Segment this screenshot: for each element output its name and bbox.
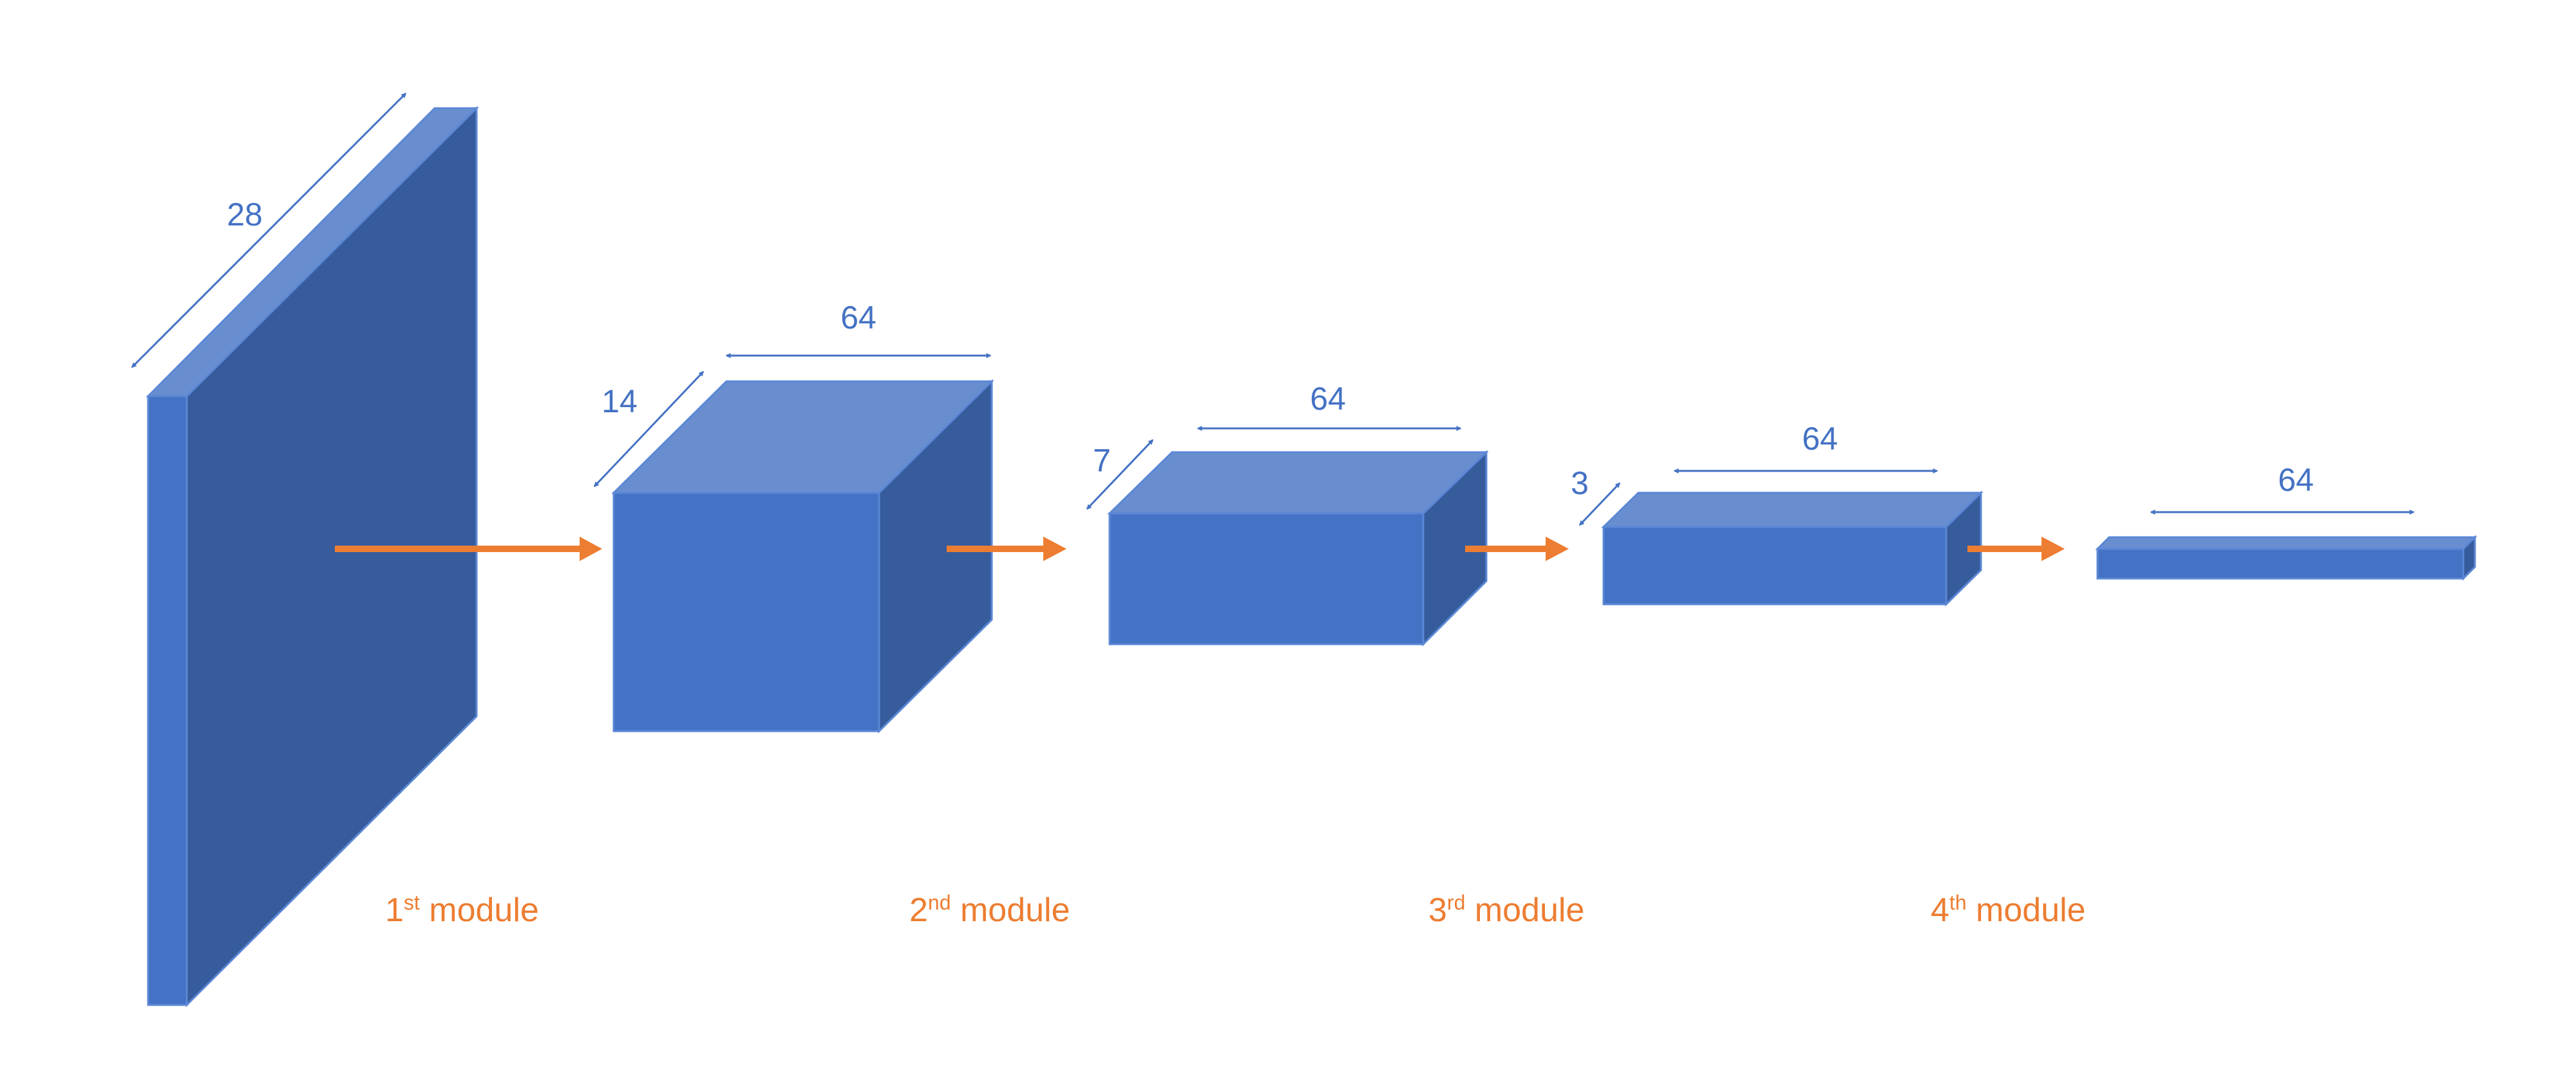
module-label-2: 2nd module <box>909 891 1070 929</box>
module-1-suffix: st <box>404 891 420 914</box>
dimension-arrow-block-4-depth <box>1578 482 1621 526</box>
arrow-2-head <box>1043 537 1066 561</box>
module-arrow-3 <box>1465 537 1569 561</box>
module-3-suffix: rd <box>1447 891 1465 914</box>
module-arrow-2 <box>947 537 1066 561</box>
module-3-word: module <box>1465 892 1584 929</box>
block-4-top-face <box>1601 492 1984 528</box>
block-4-depth-label: 3 <box>1571 465 1589 501</box>
module-2-suffix: nd <box>928 891 951 914</box>
module-1-number: 1 <box>385 892 404 929</box>
module-4-word: module <box>1967 892 2086 929</box>
block-3-width-label: 64 <box>1310 381 1346 417</box>
block-4-width-label: 64 <box>1802 421 1838 457</box>
feature-map-block-1 <box>146 106 479 1008</box>
arrow-3-head <box>1546 537 1569 561</box>
block-2-front-face <box>612 492 880 732</box>
module-2-number: 2 <box>909 892 928 929</box>
block-1-front-face <box>147 395 188 1006</box>
block-2-depth-label: 14 <box>601 383 638 419</box>
module-arrow-1 <box>335 537 602 561</box>
feature-map-block-3 <box>1107 450 1489 647</box>
dimension-arrow-block-1-depth <box>131 92 407 368</box>
block-1-depth-label: 28 <box>227 196 263 233</box>
block-5-top-face <box>2095 536 2477 550</box>
module-4-suffix: th <box>1949 891 1967 914</box>
block-2-width-label: 64 <box>840 300 876 336</box>
module-1-word: module <box>420 892 539 929</box>
feature-map-block-2 <box>611 379 994 734</box>
arrow-1-head <box>580 537 602 561</box>
dimension-arrow-block-2-depth <box>593 370 705 488</box>
block-3-front-face <box>1108 512 1425 645</box>
block-3-top-face <box>1107 451 1489 515</box>
block-5-front-face <box>2096 548 2465 580</box>
arrow-4-head <box>2041 537 2065 561</box>
dimension-arrow-block-3-depth <box>1086 439 1154 510</box>
block-4-front-face <box>1602 526 1947 606</box>
module-arrow-4 <box>1967 537 2065 561</box>
block-3-depth-label: 7 <box>1093 443 1111 479</box>
module-3-number: 3 <box>1428 892 1447 929</box>
module-2-word: module <box>951 892 1070 929</box>
module-4-number: 4 <box>1931 892 1949 929</box>
feature-map-block-5 <box>2095 535 2477 581</box>
module-label-4: 4th module <box>1931 891 2086 929</box>
module-label-1: 1st module <box>385 891 539 929</box>
feature-map-block-4 <box>1601 490 1984 607</box>
block-5-width-label: 64 <box>2278 462 2314 498</box>
module-label-3: 3rd module <box>1428 891 1584 929</box>
